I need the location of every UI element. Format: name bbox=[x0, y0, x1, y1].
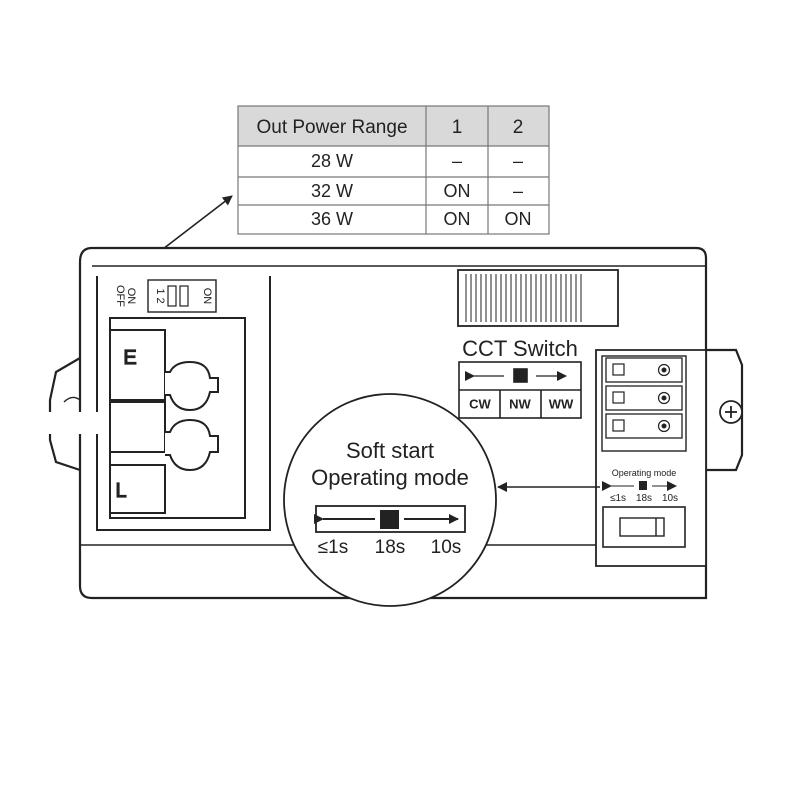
output-terminal-screws bbox=[661, 367, 667, 429]
dip-lever-2[interactable] bbox=[179, 285, 189, 307]
table-cell-power: 32 W bbox=[311, 181, 353, 201]
table-header-bg bbox=[238, 106, 549, 146]
small-tick-2: 18s bbox=[636, 493, 652, 504]
table-cell-switch-1: – bbox=[452, 151, 462, 171]
cct-option-cw: CW bbox=[469, 396, 491, 411]
small-tick-3: 10s bbox=[662, 493, 678, 504]
soft-start-title: Soft start bbox=[346, 438, 434, 463]
table-cell-switch-2: ON bbox=[505, 209, 532, 229]
soft-start-tick-2: 18s bbox=[375, 537, 406, 558]
dip-numbers-label: 1 2 bbox=[154, 288, 166, 303]
terminal-line-label: L bbox=[115, 480, 126, 502]
operating-mode-title: Operating mode bbox=[311, 465, 469, 490]
small-operating-mode-switch[interactable] bbox=[602, 481, 677, 491]
soft-start-tick-1: ≤1s bbox=[318, 537, 349, 558]
table-cell-switch-1: ON bbox=[444, 209, 471, 229]
table-header-switch-1: 1 bbox=[452, 117, 463, 138]
table-cell-switch-1: ON bbox=[444, 181, 471, 201]
dip-on-label: ON bbox=[125, 288, 137, 305]
table-header-range: Out Power Range bbox=[256, 117, 407, 138]
tab-highlight bbox=[46, 412, 106, 434]
table-cell-switch-2: – bbox=[513, 181, 523, 201]
table-border bbox=[237, 105, 550, 235]
dip-on-indicator: ON bbox=[201, 288, 213, 305]
cct-option-nw: NW bbox=[509, 396, 531, 411]
terminal-block bbox=[96, 276, 271, 531]
mounting-screw-icon bbox=[719, 400, 743, 424]
cct-switch[interactable] bbox=[458, 361, 582, 419]
soft-start-tick-3: 10s bbox=[431, 537, 462, 558]
small-operating-mode-title: Operating mode bbox=[612, 468, 677, 478]
cct-option-ww: WW bbox=[549, 396, 574, 411]
terminal-earth-label: E bbox=[123, 347, 136, 369]
dip-lever-1[interactable] bbox=[167, 285, 177, 307]
soft-start-slider-knob bbox=[380, 510, 399, 529]
vent-grille bbox=[457, 269, 619, 327]
power-range-table: Out Power Range 1 2 28 W – – 32 W ON – 3… bbox=[237, 105, 550, 235]
small-tick-1: ≤1s bbox=[610, 493, 626, 504]
dip-off-label: OFF bbox=[114, 285, 126, 307]
table-header-switch-2: 2 bbox=[513, 117, 524, 138]
soft-start-zoom: Soft start Operating mode ≤1s 18s 10s bbox=[283, 393, 497, 607]
cct-switch-title: CCT Switch bbox=[462, 336, 578, 361]
table-cell-power: 28 W bbox=[311, 151, 353, 171]
table-cell-switch-2: – bbox=[513, 151, 523, 171]
cct-slider-knob[interactable] bbox=[513, 368, 528, 383]
dip-switch[interactable] bbox=[147, 279, 217, 313]
soft-start-slide-switch[interactable] bbox=[602, 506, 686, 548]
table-cell-power: 36 W bbox=[311, 209, 353, 229]
